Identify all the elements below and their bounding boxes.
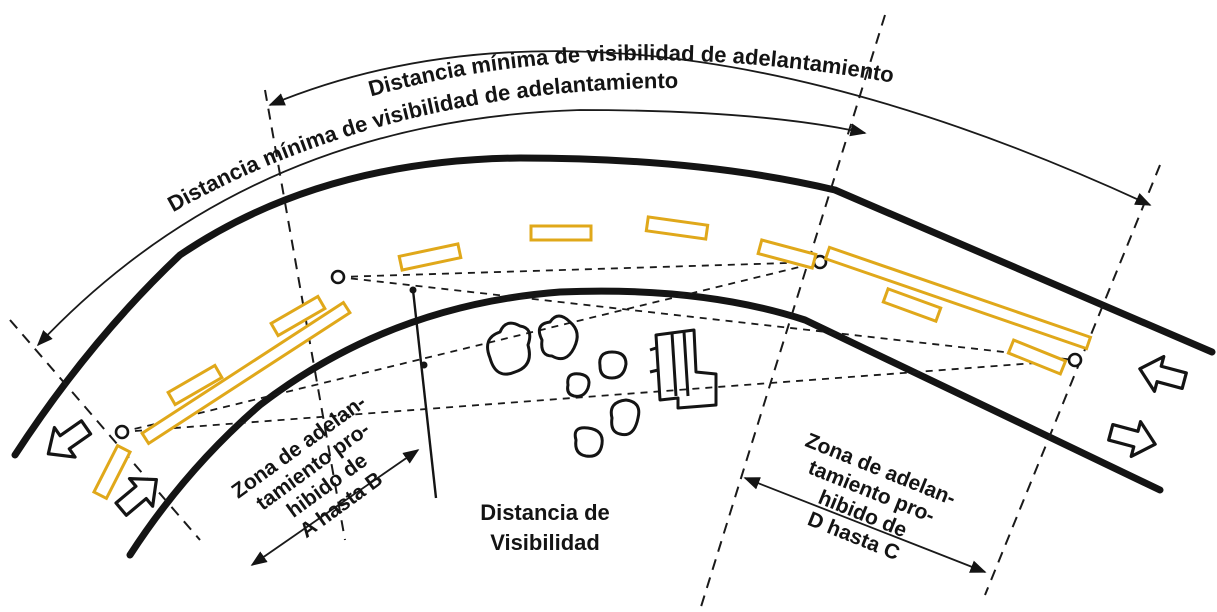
point-b [330,269,346,285]
guide-line-a [9,319,201,541]
direction-arrow-left-top [46,419,93,459]
svg-text:Distancia de: Distancia de [480,500,610,525]
svg-text:Visibilidad: Visibilidad [490,530,600,555]
building-icon [649,328,718,410]
guide-line-d [984,164,1161,596]
direction-arrow-left-bottom [114,477,158,517]
inner-dimension-label: Distancia mínima de visibilidad de adela… [163,68,678,217]
zone-right-arrow [743,477,987,573]
zone-left-label: Zona de adelan- tamiento pro- hibido de … [228,391,387,543]
zone-right-label: Zona de adelan- tamiento pro- hibido de … [802,429,959,565]
sight-distance-pointer [409,286,438,499]
outer-dimension-arc [268,50,1152,206]
direction-arrow-right-bottom [1107,420,1157,459]
inner-dimension-arc [36,109,867,347]
sight-lines [121,261,1076,433]
point-a [114,424,130,440]
sight-distance-label: Distancia de Visibilidad [480,500,610,555]
point-d [1067,352,1083,368]
center-line-markings [91,215,1093,501]
direction-arrow-right-top [1138,354,1188,393]
zone-left-arrow [250,449,420,566]
trees [486,314,641,458]
